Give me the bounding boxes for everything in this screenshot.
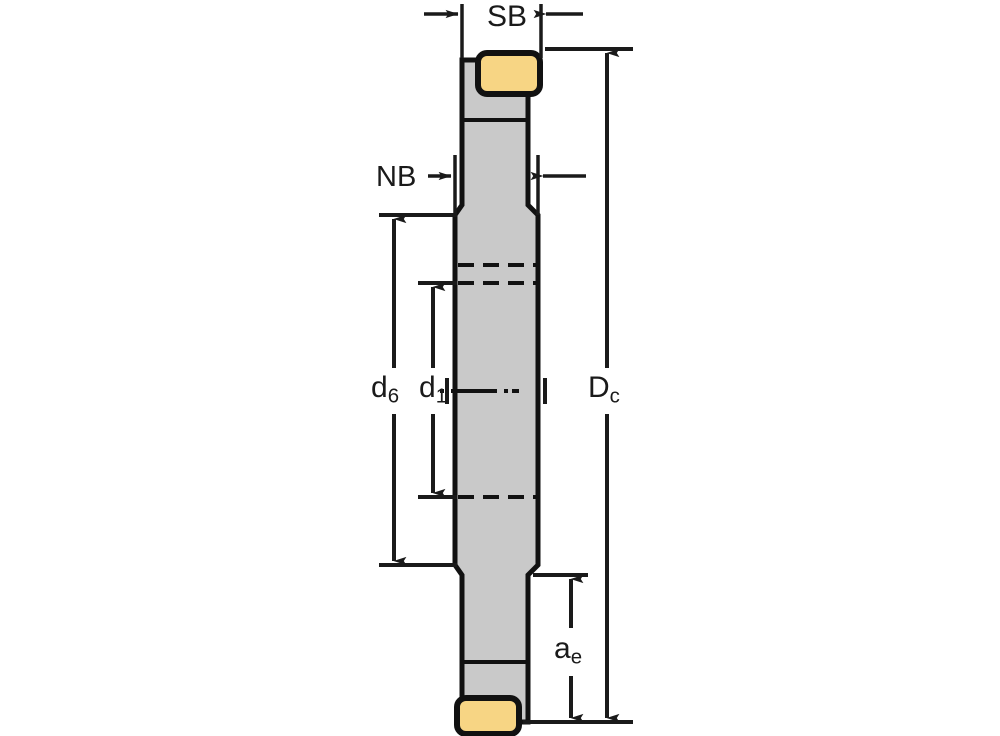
dimension-dc xyxy=(523,47,633,724)
dimension-sb xyxy=(424,4,583,58)
dimension-label-ae: ae xyxy=(554,634,582,668)
dimension-label-sb: SB xyxy=(487,2,527,36)
dimension-label-ae-sub: e xyxy=(570,646,583,669)
top-insert-group xyxy=(475,50,543,97)
dimension-label-sb-main: SB xyxy=(487,0,528,33)
dimension-label-dc-main: D xyxy=(588,371,610,404)
dimension-label-d1-sub: 1 xyxy=(435,385,448,408)
bottom-insert xyxy=(454,695,522,736)
dimension-label-d1-main: d xyxy=(419,371,436,404)
dimension-d6 xyxy=(379,213,457,567)
dimension-label-d6: d6 xyxy=(371,373,399,407)
dimension-d1 xyxy=(418,281,547,499)
dimension-label-ae-main: a xyxy=(554,632,571,665)
dimension-label-d1: d1 xyxy=(419,373,447,407)
bottom-insert-group xyxy=(454,695,522,736)
dimension-label-d6-sub: 6 xyxy=(387,385,400,408)
bore-dashed-lines xyxy=(458,263,536,499)
top-insert xyxy=(475,50,543,97)
dimension-label-dc-sub: c xyxy=(609,385,620,408)
dimension-label-dc: Dc xyxy=(588,373,620,407)
dimension-label-nb: NB xyxy=(376,163,416,196)
dimension-nb xyxy=(428,155,586,215)
dimension-ae xyxy=(533,573,588,723)
dimension-label-nb-main: NB xyxy=(376,161,417,193)
dimension-label-d6-main: d xyxy=(371,371,388,404)
